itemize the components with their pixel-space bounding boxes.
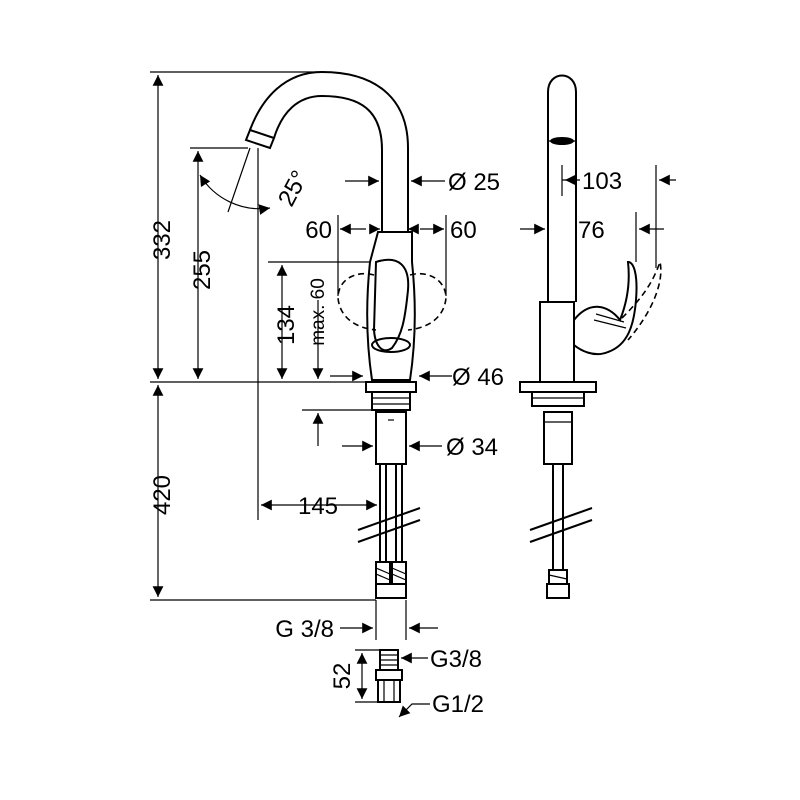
base-plate bbox=[371, 391, 411, 411]
lever-position-left bbox=[337, 273, 377, 331]
lever-position-right bbox=[407, 273, 447, 331]
adapter-inlet-label: G3/8 bbox=[430, 646, 482, 673]
side-view bbox=[519, 74, 662, 599]
dim-d34-label: Ø 34 bbox=[446, 434, 498, 461]
dim-lever-left-label: 60 bbox=[305, 217, 332, 244]
supply-hoses bbox=[375, 464, 407, 599]
side-lever-raised bbox=[621, 259, 662, 341]
side-body bbox=[539, 301, 575, 383]
dim-76-label: 76 bbox=[578, 217, 605, 244]
adapter-outlet-label: G1/2 bbox=[432, 691, 484, 718]
dim-103-label: 103 bbox=[582, 168, 622, 195]
lever-cap bbox=[371, 337, 411, 353]
swivel-arc bbox=[199, 174, 271, 215]
dim-332-label: 332 bbox=[149, 220, 176, 260]
dim-max60-label: max. 60 bbox=[308, 278, 329, 346]
lever-housing bbox=[366, 231, 416, 381]
front-dimensions: 332 255 134 max. 60 420 145 25° Ø 25 60 … bbox=[149, 71, 504, 643]
dim-52-label: 52 bbox=[329, 663, 356, 690]
swivel-angle-label: 25° bbox=[273, 166, 314, 211]
side-lever bbox=[573, 260, 638, 356]
dim-d25-label: Ø 25 bbox=[448, 169, 500, 196]
side-base-flange bbox=[519, 381, 597, 393]
base-flange bbox=[365, 381, 417, 393]
spout-nozzle bbox=[244, 128, 276, 150]
side-dimensions: 103 76 bbox=[520, 165, 676, 268]
adapter-detail: 52 G3/8 G1/2 bbox=[329, 646, 484, 718]
dim-d46-label: Ø 46 bbox=[452, 364, 504, 391]
side-spout bbox=[547, 74, 577, 302]
dim-lever-right-label: 60 bbox=[450, 217, 477, 244]
dim-134-label: 134 bbox=[273, 305, 300, 345]
spout-inner bbox=[273, 94, 383, 232]
dim-255-label: 255 bbox=[189, 250, 216, 290]
spout-outer bbox=[249, 70, 409, 232]
dim-420-label: 420 bbox=[149, 475, 176, 515]
dim-g38-label: G 3/8 bbox=[275, 616, 334, 643]
dim-145-label: 145 bbox=[298, 493, 338, 520]
shank bbox=[375, 411, 407, 465]
side-shank bbox=[543, 411, 573, 465]
lever-handle bbox=[372, 258, 410, 352]
front-view bbox=[244, 70, 447, 599]
